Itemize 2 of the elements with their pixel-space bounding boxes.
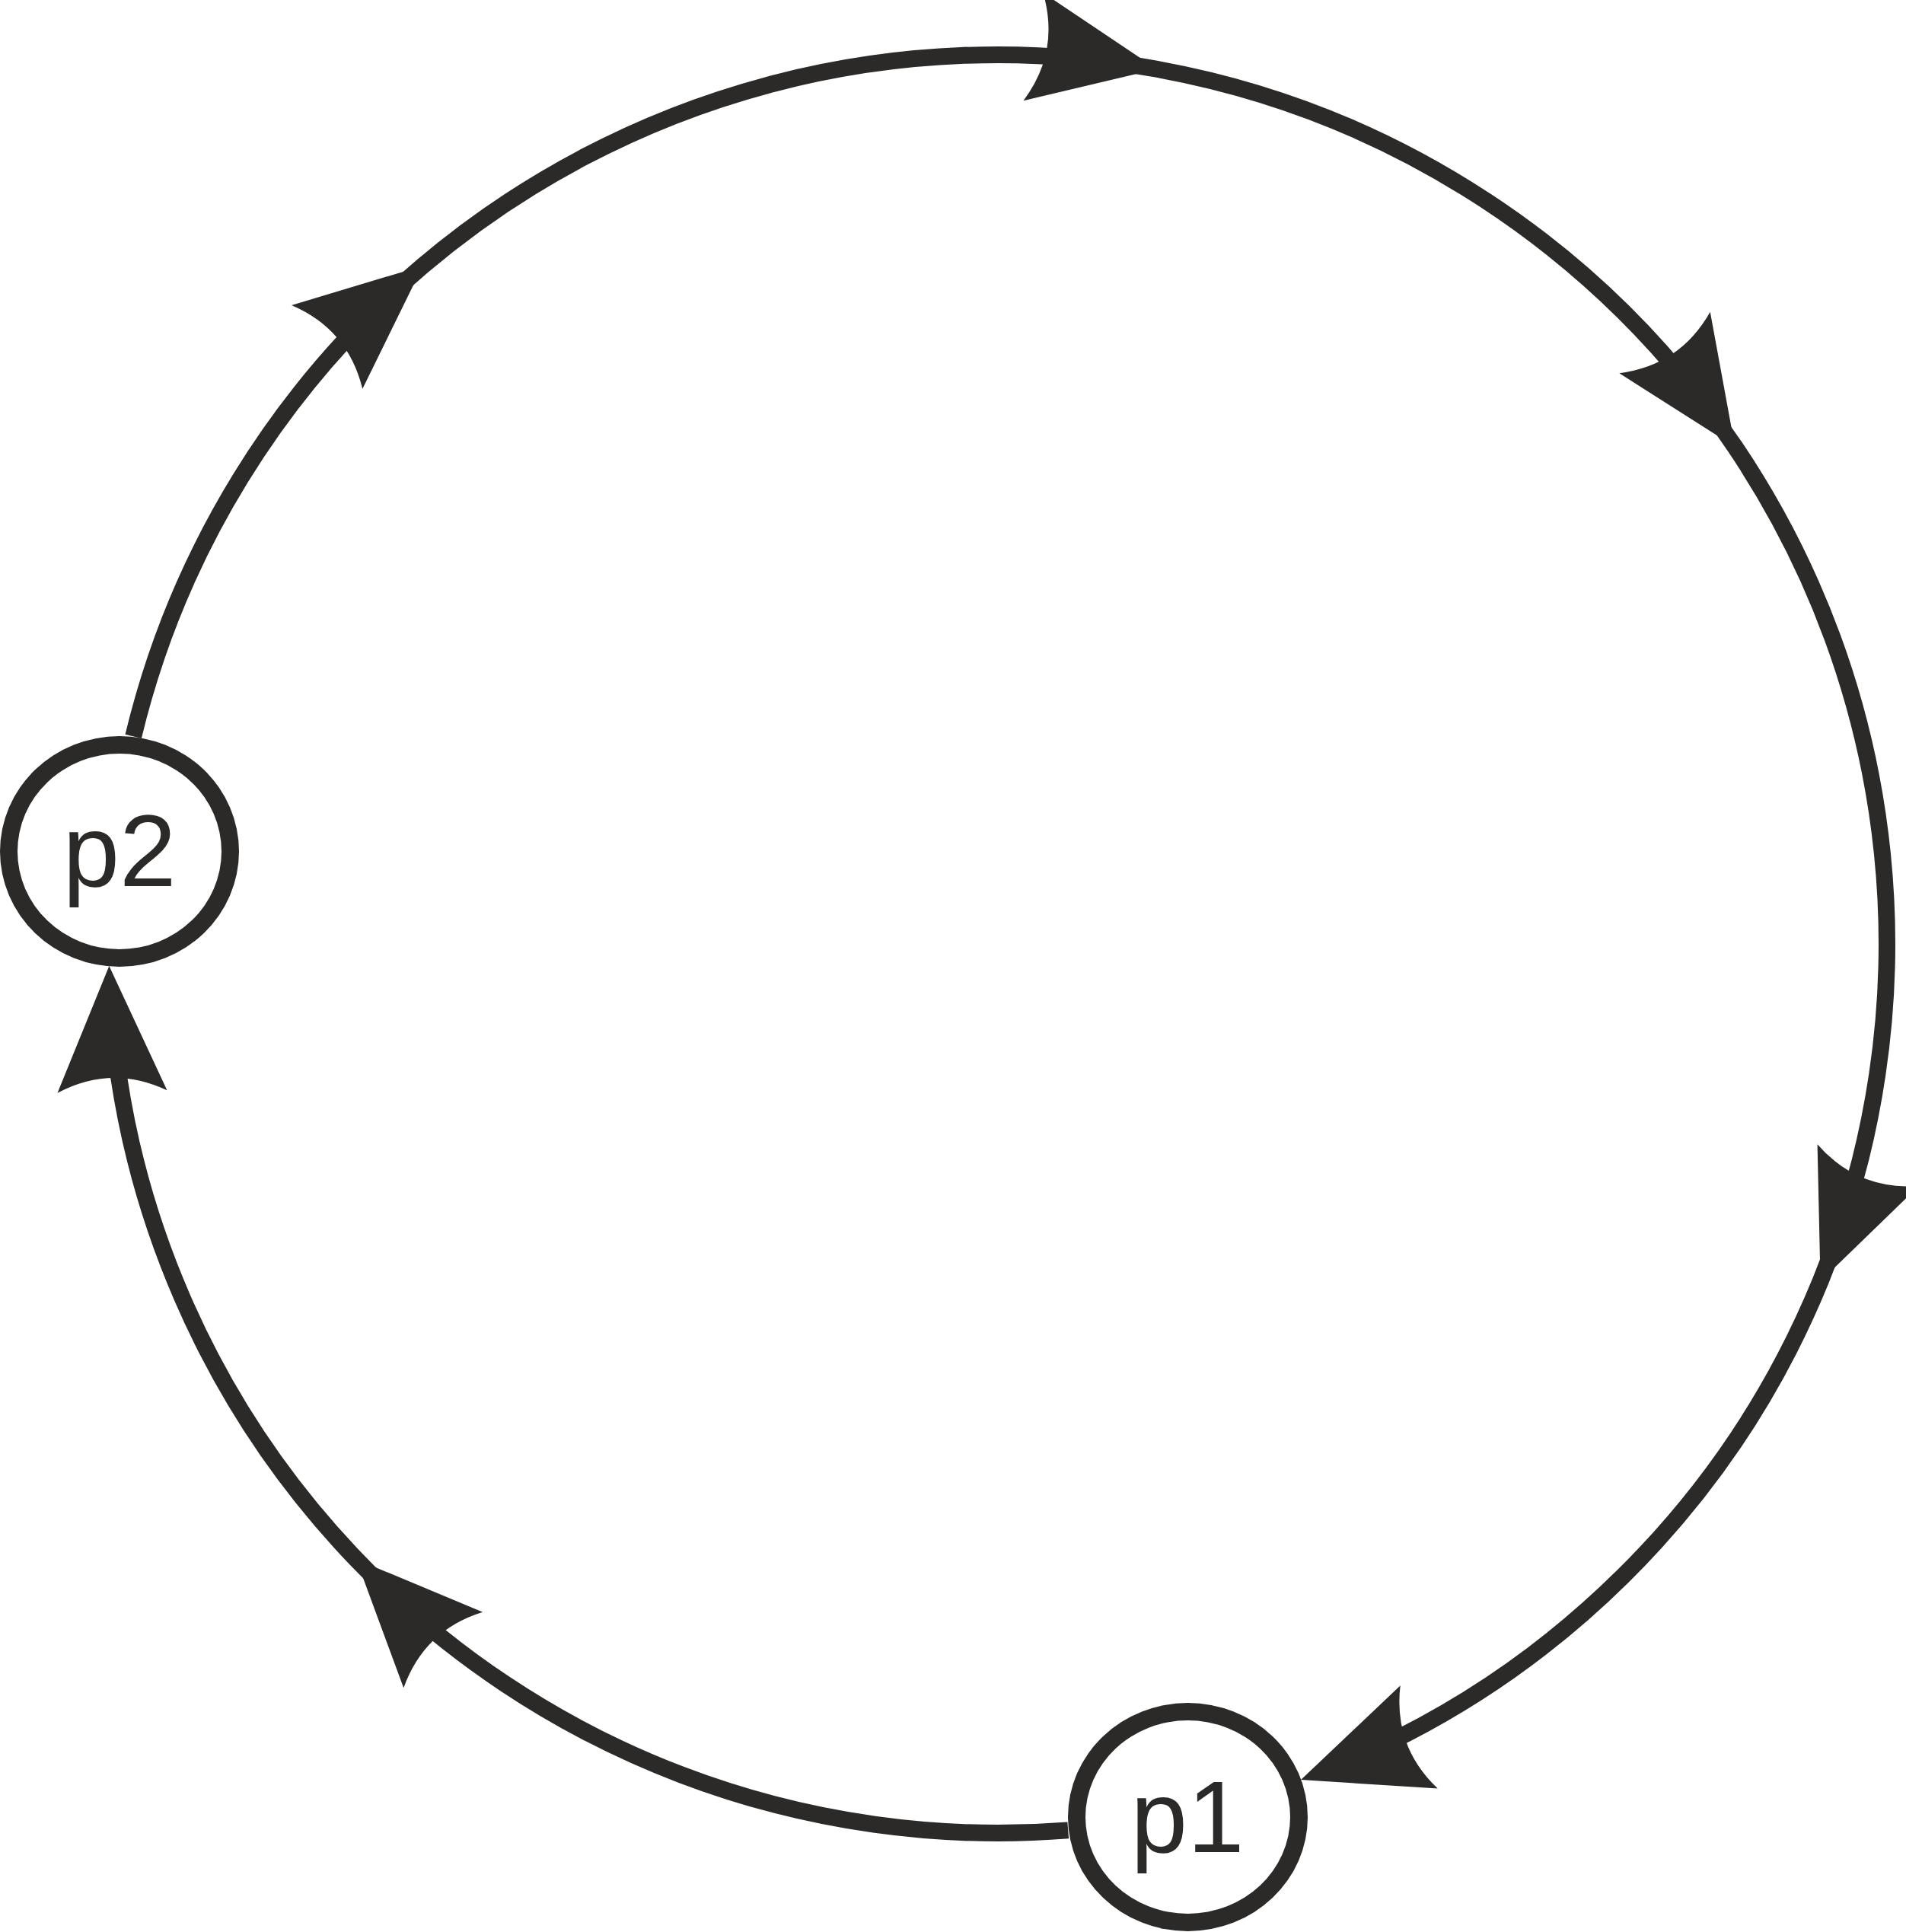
node-label: p2 <box>62 792 177 909</box>
node-label: p1 <box>1130 1758 1245 1875</box>
